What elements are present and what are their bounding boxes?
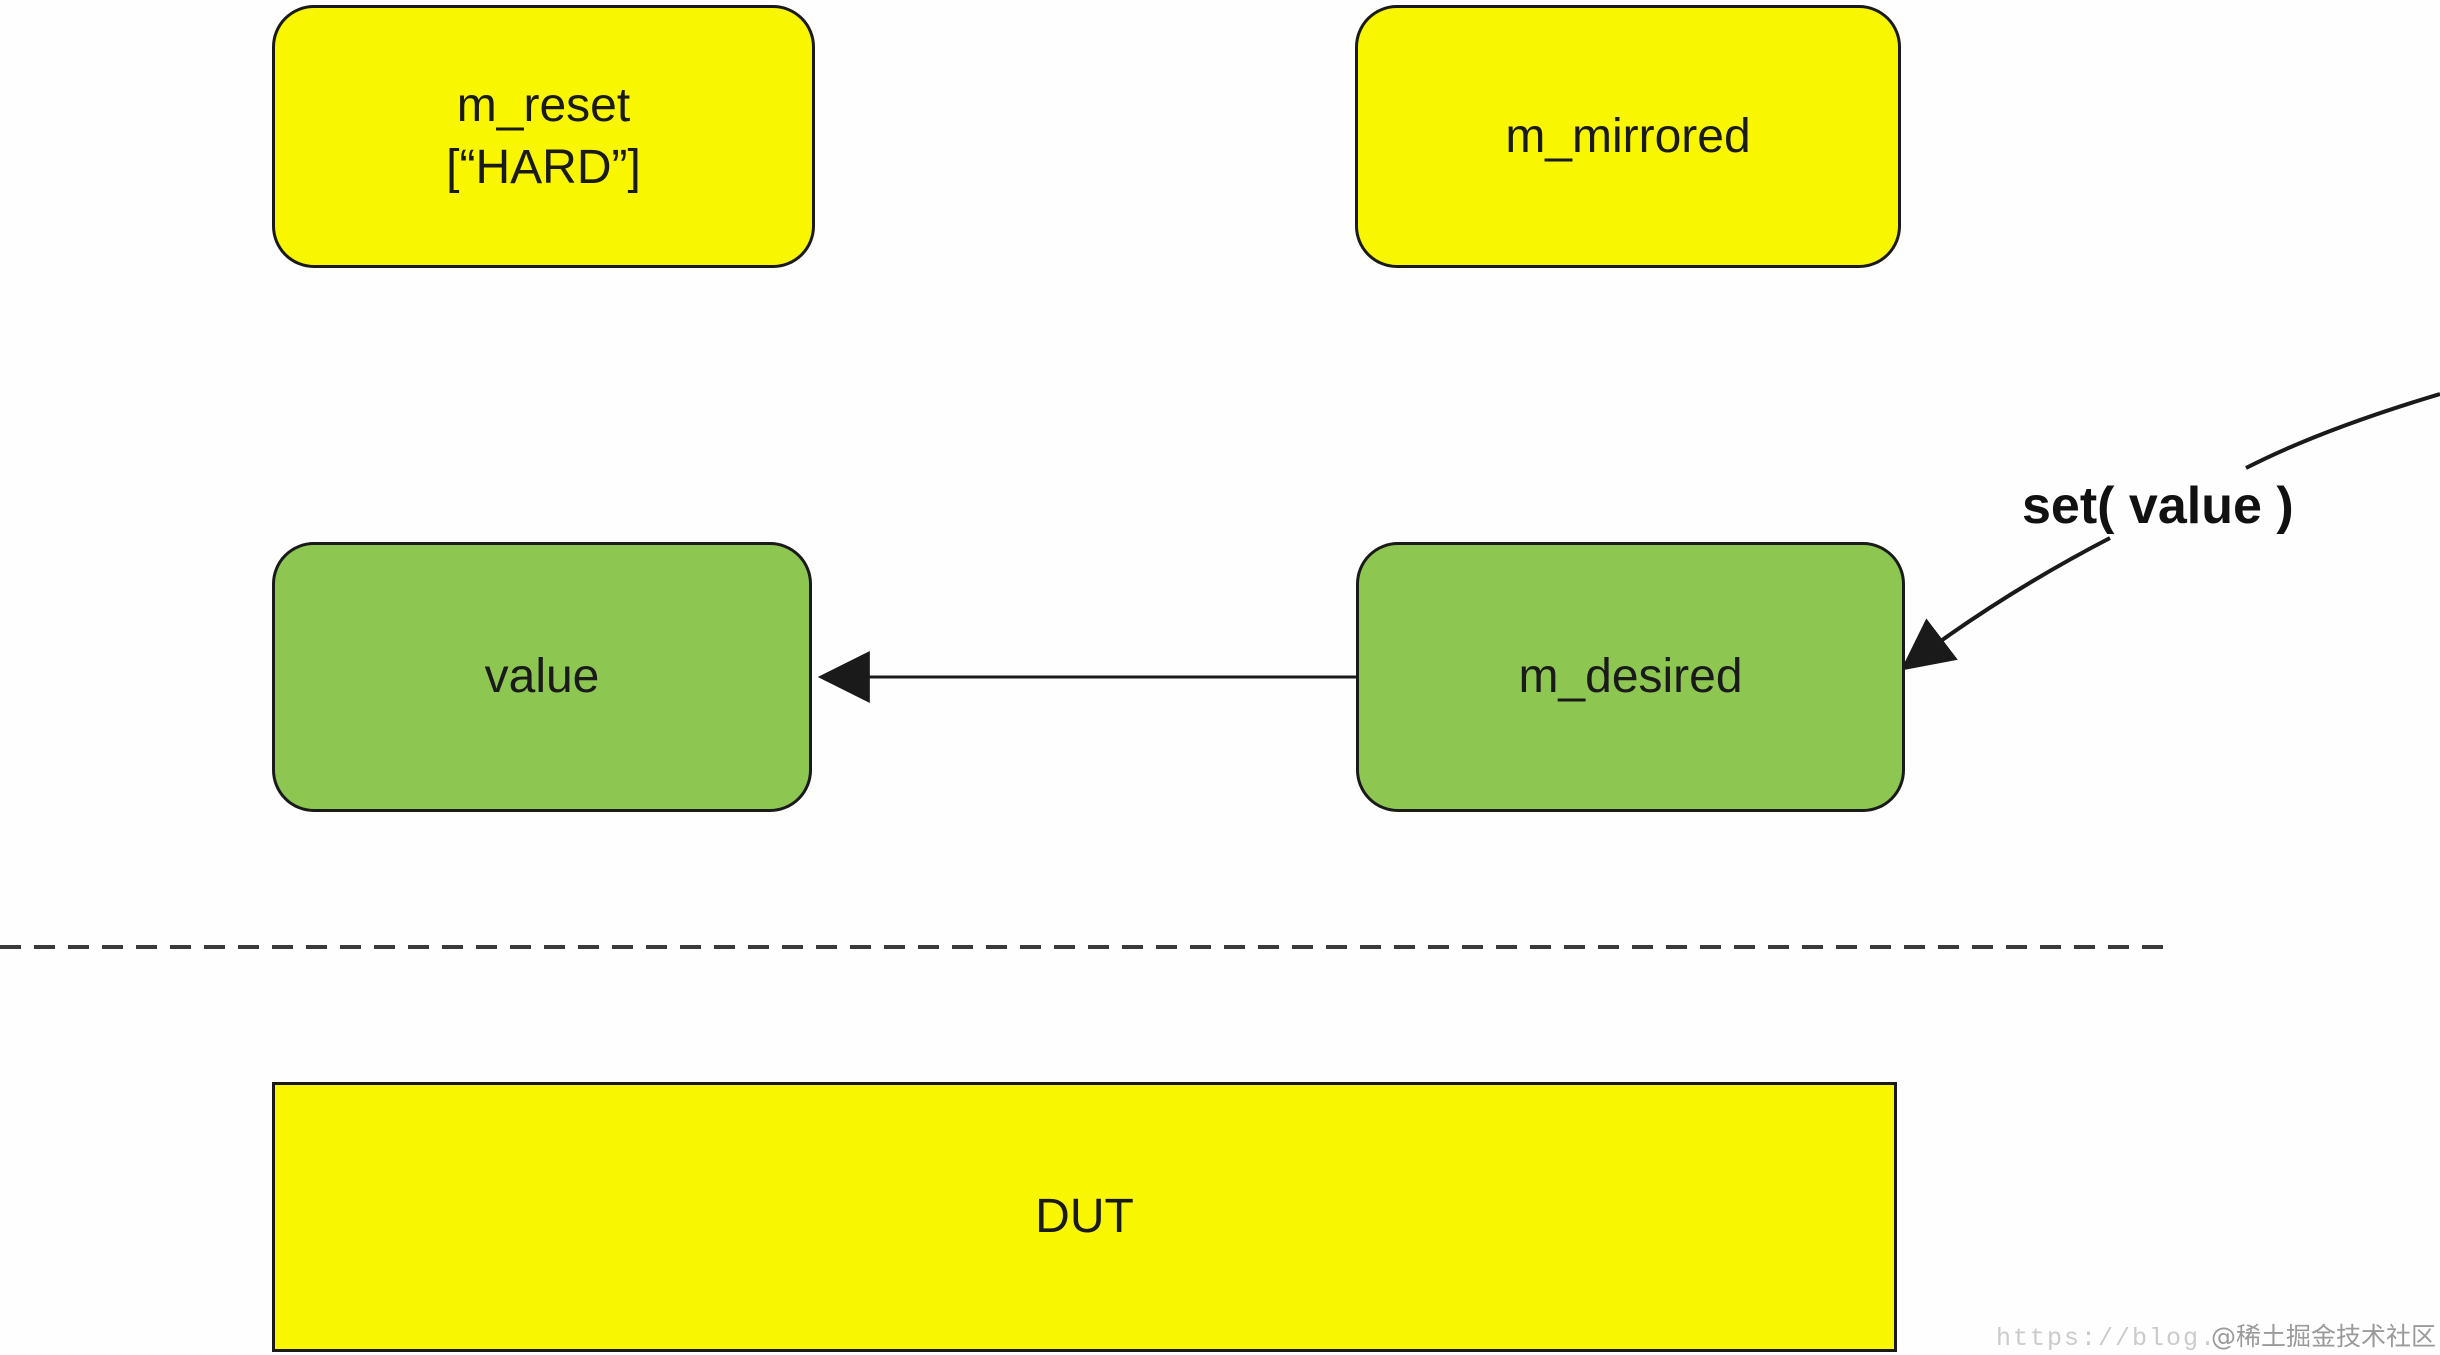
set-call-arrow-lower-segment [1900, 536, 2111, 671]
node-m-reset: m_reset [“HARD”] [272, 5, 815, 268]
node-m-reset-label-line2: [“HARD”] [446, 140, 641, 194]
watermark-badge-text: @稀土掘金技术社区 [2210, 1322, 2436, 1351]
node-value-label: value [484, 650, 600, 703]
node-dut-label: DUT [1035, 1190, 1134, 1243]
node-dut: DUT [272, 1082, 1897, 1352]
node-m-desired: m_desired [1356, 542, 1905, 812]
set-call-arrow-upper-segment [2245, 392, 2440, 470]
node-m-mirrored: m_mirrored [1355, 5, 1901, 268]
node-m-reset-label-line1: m_reset [456, 78, 631, 132]
watermark: https://blog.@稀土掘金技术社区 [1996, 1324, 2436, 1351]
node-m-desired-label: m_desired [1518, 650, 1743, 703]
watermark-url-text: https://blog. [1995, 1324, 2217, 1353]
node-m-mirrored-label: m_mirrored [1505, 109, 1751, 163]
set-call-annotation: set( value ) [2022, 477, 2294, 535]
node-value: value [272, 542, 812, 812]
